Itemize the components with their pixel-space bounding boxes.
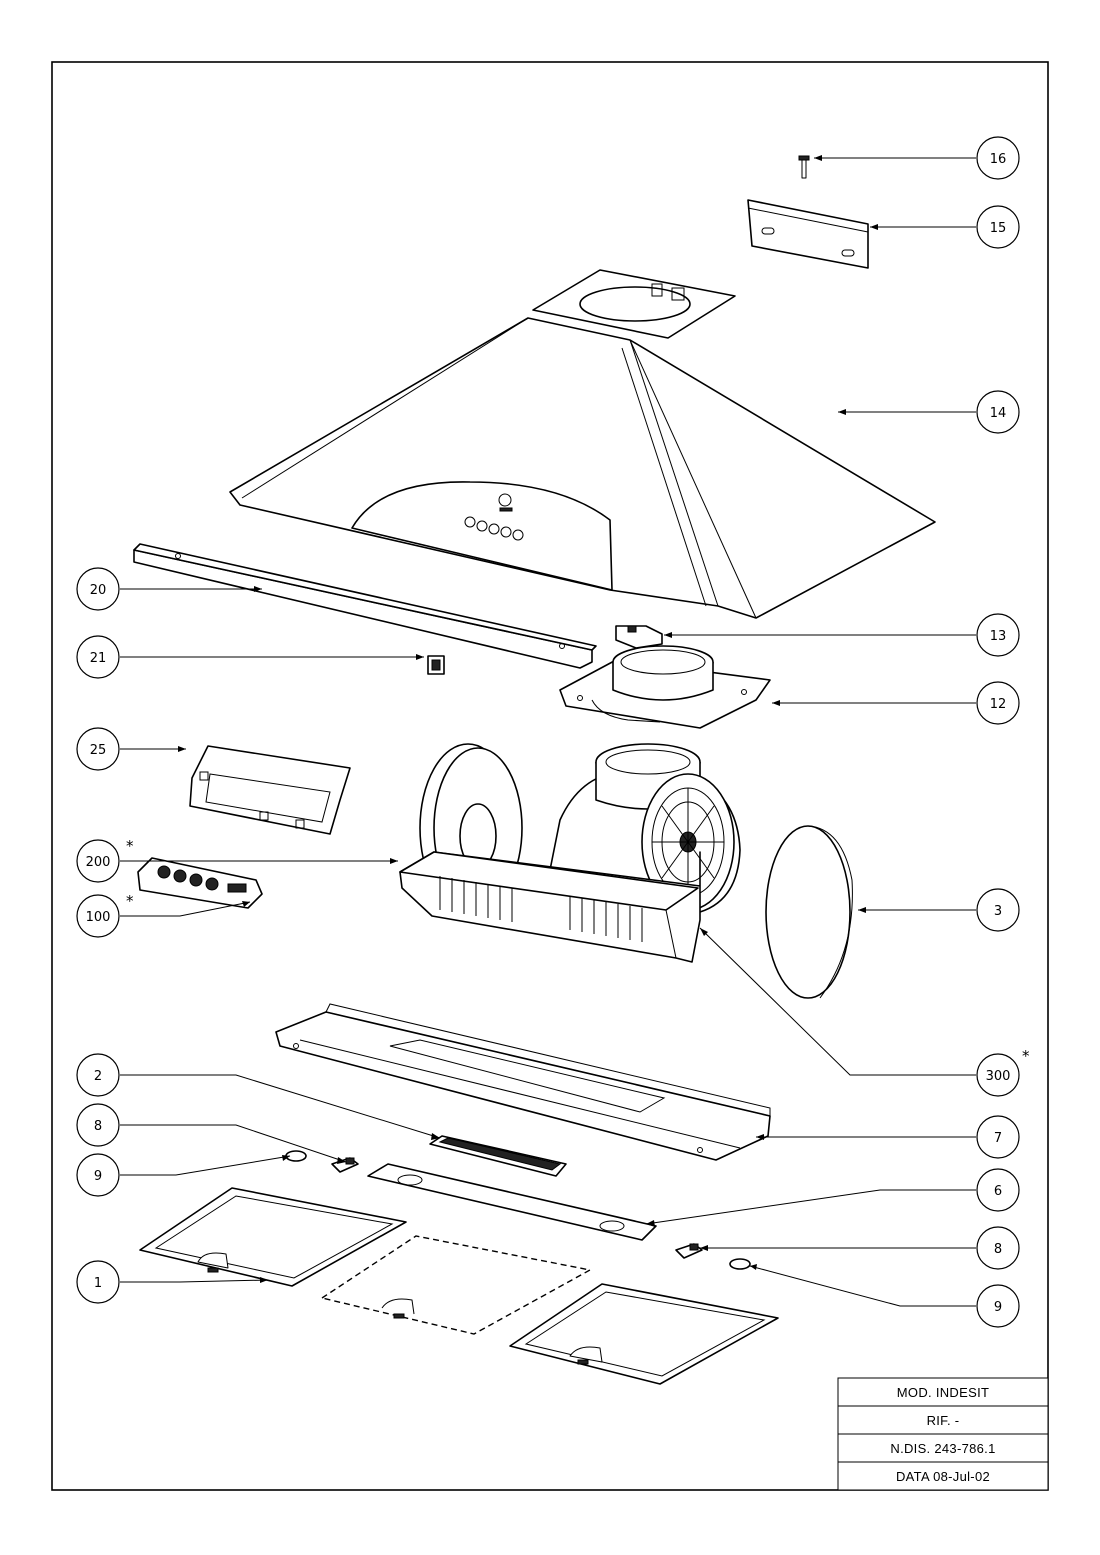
callout-1: 1	[76, 1260, 120, 1304]
callout-label: 13	[990, 629, 1007, 644]
part-1-filter-left	[139, 1187, 407, 1287]
callout-200: 200 *	[76, 837, 134, 883]
callout-asterisk: *	[126, 837, 134, 855]
callout-label: 6	[994, 1184, 1002, 1199]
leader-lines	[120, 157, 976, 1307]
part-1-filter-center	[320, 1235, 593, 1335]
part-16-screw	[798, 155, 810, 179]
callout-asterisk: *	[1022, 1047, 1030, 1065]
callout-label: 1	[94, 1276, 102, 1291]
part-100-board	[137, 857, 263, 909]
callout-label: 300	[986, 1069, 1011, 1084]
callout-label: 8	[94, 1119, 102, 1134]
part-21-switch	[427, 655, 445, 675]
callout-label: 25	[90, 743, 107, 758]
callout-label: 21	[90, 651, 107, 666]
leader-arrowheads	[178, 155, 878, 1283]
callout-6: 6	[976, 1168, 1020, 1212]
callout-bubbles: 16 15 14 20 13 21 12 25	[76, 136, 1030, 1328]
part-1-filter-right	[509, 1283, 779, 1385]
part-13-clip	[615, 625, 663, 649]
callout-100: 100 *	[76, 892, 134, 938]
callout-12: 12	[976, 681, 1020, 725]
part-2-diffuser	[429, 1135, 567, 1177]
callout-8-upper: 8	[76, 1103, 120, 1147]
date-label: DATA 08-Jul-02	[896, 1469, 990, 1484]
part-3-cover-right	[765, 825, 853, 999]
callout-7: 7	[976, 1115, 1020, 1159]
callout-label: 2	[94, 1069, 102, 1084]
part-6-strip	[367, 1163, 657, 1241]
model-label: MOD. INDESIT	[897, 1385, 989, 1400]
callout-label: 100	[86, 910, 111, 925]
callout-label: 9	[994, 1300, 1002, 1315]
reference-label: RIF. -	[927, 1413, 960, 1428]
callout-label: 15	[990, 221, 1007, 236]
callout-16: 16	[976, 136, 1020, 180]
callout-21: 21	[76, 635, 120, 679]
part-200-lamp-housing	[399, 851, 701, 963]
callout-label: 9	[94, 1169, 102, 1184]
callout-label: 8	[994, 1242, 1002, 1257]
part-7-chassis	[275, 1003, 771, 1161]
part-8-catch-right	[675, 1243, 703, 1259]
callout-300: 300 *	[976, 1047, 1030, 1097]
callout-asterisk: *	[126, 892, 134, 910]
drawing-number-label: N.DIS. 243-786.1	[890, 1441, 995, 1456]
part-8-catch-left	[331, 1157, 359, 1173]
drawing-border	[51, 61, 1049, 1491]
part-15-bracket	[747, 199, 869, 269]
part-20-rail	[133, 543, 597, 669]
part-14-hood	[229, 269, 936, 619]
callout-15: 15	[976, 205, 1020, 249]
callout-20: 20	[76, 567, 120, 611]
callout-3: 3	[976, 888, 1020, 932]
callout-13: 13	[976, 613, 1020, 657]
callout-14: 14	[976, 390, 1020, 434]
callout-9-lower: 9	[976, 1284, 1020, 1328]
part-9-button-right	[729, 1258, 751, 1270]
part-25-cover	[189, 745, 351, 835]
callout-25: 25	[76, 727, 120, 771]
callout-9-upper: 9	[76, 1153, 120, 1197]
part-12-plate	[559, 645, 771, 729]
callout-label: 3	[994, 904, 1002, 919]
callout-label: 7	[994, 1131, 1002, 1146]
callout-label: 12	[990, 697, 1007, 712]
title-block: MOD. INDESIT RIF. - N.DIS. 243-786.1 DAT…	[837, 1377, 1049, 1491]
callout-label: 14	[990, 406, 1007, 421]
callout-2: 2	[76, 1053, 120, 1097]
callout-8-lower: 8	[976, 1226, 1020, 1270]
callout-label: 20	[90, 583, 107, 598]
callout-label: 16	[990, 152, 1007, 167]
callout-label: 200	[86, 855, 111, 870]
